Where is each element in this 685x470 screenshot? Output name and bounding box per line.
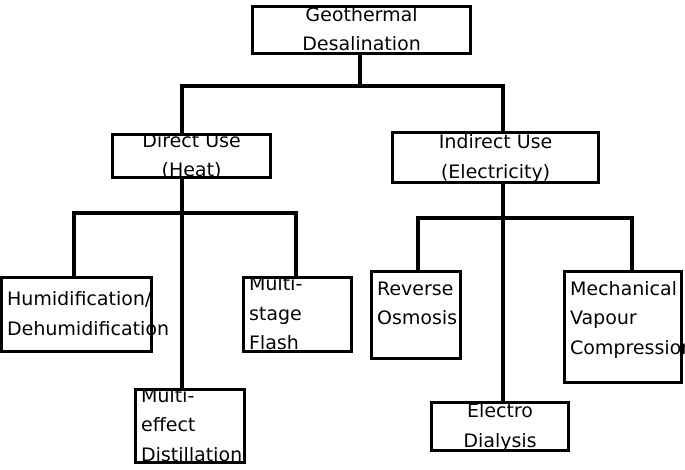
node-indirect-use-label: Indirect Use (Electricity) [438,131,553,183]
node-direct-use-label: Direct Use (Heat) [142,129,241,181]
node-reverse-osmosis: Reverse Osmosis [370,270,462,360]
node-indirect-use: Indirect Use (Electricity) [391,131,600,184]
node-mechanical-vapour-compression: Mechanical Vapour Compression [563,270,685,384]
node-geothermal-desalination-label: Geothermal Desalination [302,3,421,55]
node-multi-effect-distillation: Multi-effect Distillation [134,385,246,466]
node-mechanical-vapour-label: Mechanical Vapour Compression [570,278,685,359]
node-humidification-label: Humidification/ Dehumidification [7,288,169,340]
node-electro-dialysis-label: Electro Dialysis [463,400,537,452]
node-humidification-dehumidification: Humidification/ Dehumidification [0,276,169,353]
node-electro-dialysis: Electro Dialysis [430,400,570,452]
node-multi-effect-label: Multi-effect Distillation [141,384,243,466]
node-multi-stage-flash: Multi-stage Flash [242,273,353,354]
node-geothermal-desalination: Geothermal Desalination [251,4,472,55]
node-direct-use: Direct Use (Heat) [111,130,272,181]
node-multi-stage-label: Multi-stage Flash [249,273,303,355]
node-reverse-osmosis-label: Reverse Osmosis [377,278,458,330]
